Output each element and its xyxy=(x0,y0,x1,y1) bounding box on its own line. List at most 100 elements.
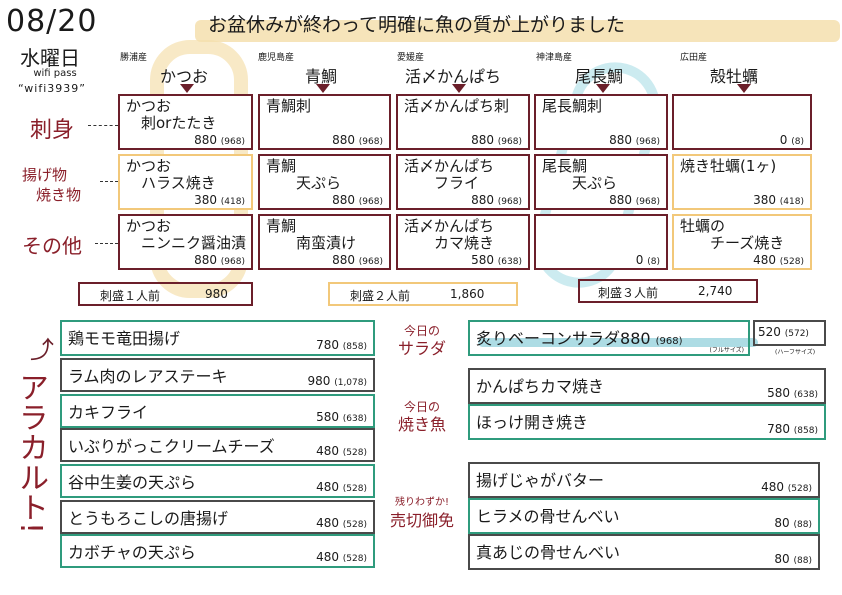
row-connector xyxy=(100,181,118,182)
wifi-password: “wifi3939” xyxy=(18,82,86,95)
row-label-sashimi: 刺身 xyxy=(30,118,75,143)
item-name: 青鯛 天ぷら xyxy=(266,157,342,192)
down-arrow-icon xyxy=(737,84,751,93)
item-name: 谷中生姜の天ぷら xyxy=(68,473,197,492)
item-name: 鶏モモ竜田揚げ xyxy=(68,329,181,348)
item-price: 80 (88) xyxy=(774,516,812,530)
item-price: 880 (968) xyxy=(471,193,522,207)
down-arrow-icon xyxy=(180,84,194,93)
date: 08/20 xyxy=(6,4,98,39)
item-price: 0 (8) xyxy=(779,133,804,147)
item-name: 青鯛刺 xyxy=(266,97,312,115)
platter-1: 刺盛１人前 980 xyxy=(78,282,253,306)
menu-cell: 0 (8) xyxy=(672,94,812,150)
alacarte-label: アラカルト! xyxy=(13,372,48,535)
menu-cell: 尾長鯛刺 880 (968) xyxy=(534,94,668,150)
item-price: 980 (1,078) xyxy=(307,374,367,388)
platter-price: 980 xyxy=(205,287,228,301)
item-name: 焼き牡蠣(1ヶ) xyxy=(680,157,777,175)
menu-item: ほっけ開き焼き 780 (858) xyxy=(468,404,826,440)
item-price: 580 (638) xyxy=(316,410,367,424)
item-price: 880 (968) xyxy=(194,253,245,267)
item-name: 尾長鯛 天ぷら xyxy=(542,157,618,192)
platter-3: 刺盛３人前 2,740 xyxy=(578,279,758,303)
down-arrow-icon xyxy=(596,84,610,93)
origin-label: 神津島産 xyxy=(536,53,573,63)
item-name: 揚げじゃがバター xyxy=(476,471,605,490)
item-price: 580 (638) xyxy=(471,253,522,267)
item-price: 480 (528) xyxy=(316,550,367,564)
item-name: 炙りベーコンサラダ880 (968) xyxy=(476,329,683,348)
platter-price: 1,860 xyxy=(450,287,485,301)
origin-label: 勝浦産 xyxy=(120,53,148,63)
platter-price: 2,740 xyxy=(698,284,733,298)
item-price: 780 (858) xyxy=(316,338,367,352)
headline: お盆休みが終わって明確に魚の質が上がりました xyxy=(208,14,626,36)
curved-arrow-icon: ⤴ xyxy=(30,336,54,364)
salad-label: 今日のサラダ xyxy=(397,324,446,358)
size-label: (フルサイズ) xyxy=(709,347,744,354)
platter-label: 刺盛１人前 xyxy=(100,289,161,303)
item-price: 480 (528) xyxy=(753,253,804,267)
item-name: かつお ハラス焼き xyxy=(126,157,216,192)
item-price: 880 (968) xyxy=(332,253,383,267)
item-price: 780 (858) xyxy=(767,422,818,436)
item-name: 青鯛 南蛮漬け xyxy=(266,217,357,252)
fish-name: 青鯛 xyxy=(305,67,338,86)
item-price: 880 (968) xyxy=(609,133,660,147)
menu-item: 鶏モモ竜田揚げ 780 (858) xyxy=(60,320,375,356)
grilled-label: 今日の焼き魚 xyxy=(397,400,446,434)
item-name: 尾長鯛刺 xyxy=(542,97,603,115)
item-name: ヒラメの骨せんべい xyxy=(476,507,620,526)
selling-out-label: 残りわずか!売切御免 xyxy=(389,497,454,530)
item-price: 880 (968) xyxy=(609,193,660,207)
row-label-fried: 揚げ物 xyxy=(22,166,68,184)
row-label-other: その他 xyxy=(22,234,82,258)
item-price: 880 (968) xyxy=(471,133,522,147)
row-label-grilled: 焼き物 xyxy=(36,186,82,204)
item-name: いぶりがっこクリームチーズ xyxy=(68,437,275,456)
size-label: (ハーフサイズ) xyxy=(775,349,816,356)
item-price: 520 (572) xyxy=(758,325,809,339)
weekday: 水曜日 xyxy=(20,46,80,70)
item-name: 真あじの骨せんべい xyxy=(476,543,621,562)
item-name: かつお ニンニク醤油漬 xyxy=(126,217,247,252)
item-price: 380 (418) xyxy=(194,193,245,207)
item-name: ほっけ開き焼き xyxy=(476,413,589,432)
platter-label: 刺盛２人前 xyxy=(350,289,411,303)
wifi-label: wifi pass xyxy=(33,68,77,79)
item-name: かつお 刺orたたき xyxy=(126,97,217,132)
platter-label: 刺盛３人前 xyxy=(598,286,659,300)
item-price: 480 (528) xyxy=(316,516,367,530)
item-name: 牡蠣の チーズ焼き xyxy=(680,217,785,252)
item-price: 880 (968) xyxy=(194,133,245,147)
origin-label: 愛媛産 xyxy=(397,53,425,63)
menu-cell: 焼き牡蠣(1ヶ)380 (418) xyxy=(672,154,812,210)
origin-label: 鹿児島産 xyxy=(258,53,295,63)
down-arrow-icon xyxy=(452,84,466,93)
down-arrow-icon xyxy=(316,84,330,93)
item-name: 活〆かんぱち フライ xyxy=(404,157,495,192)
fish-name: かつお xyxy=(160,67,209,86)
row-connector xyxy=(95,243,118,244)
item-price: 480 (528) xyxy=(316,480,367,494)
origin-label: 広田産 xyxy=(680,53,708,63)
